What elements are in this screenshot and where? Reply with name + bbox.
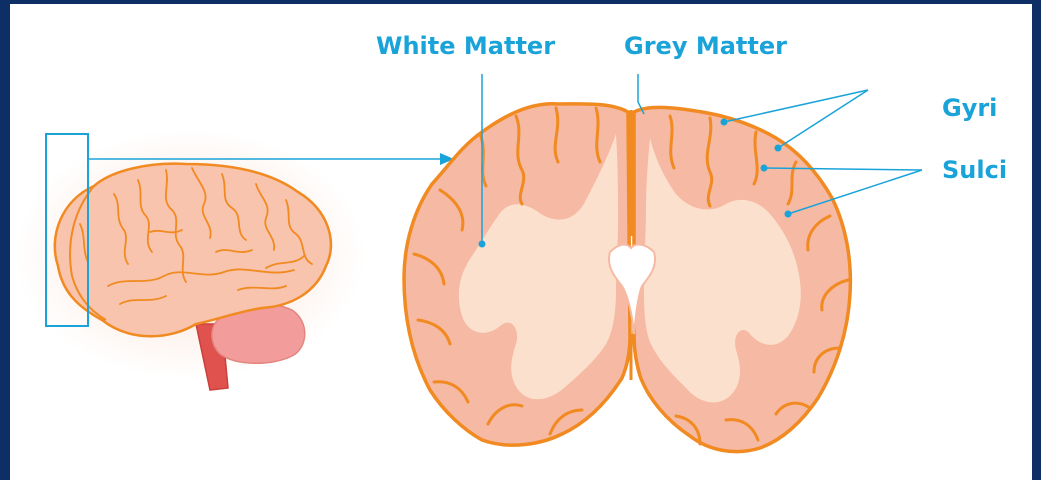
white-matter-label: White Matter (376, 32, 555, 60)
brain-diagram (10, 4, 1032, 480)
gyri-dot-1 (721, 119, 728, 126)
whole-brain-side-view (15, 129, 365, 390)
gyri-label: Gyri (942, 94, 997, 122)
sulci-dot-1 (761, 165, 768, 172)
sulci-dot-2 (785, 211, 792, 218)
gyri-dot-2 (775, 145, 782, 152)
sulci-label: Sulci (942, 156, 1007, 184)
diagram-frame: White Matter Grey Matter Gyri Sulci (10, 4, 1032, 480)
gyri-leader-line-1 (724, 90, 868, 122)
coronal-cross-section (404, 104, 850, 452)
gyri-leader-line-2 (778, 90, 868, 148)
white-matter-dot (479, 241, 486, 248)
grey-matter-label: Grey Matter (624, 32, 787, 60)
